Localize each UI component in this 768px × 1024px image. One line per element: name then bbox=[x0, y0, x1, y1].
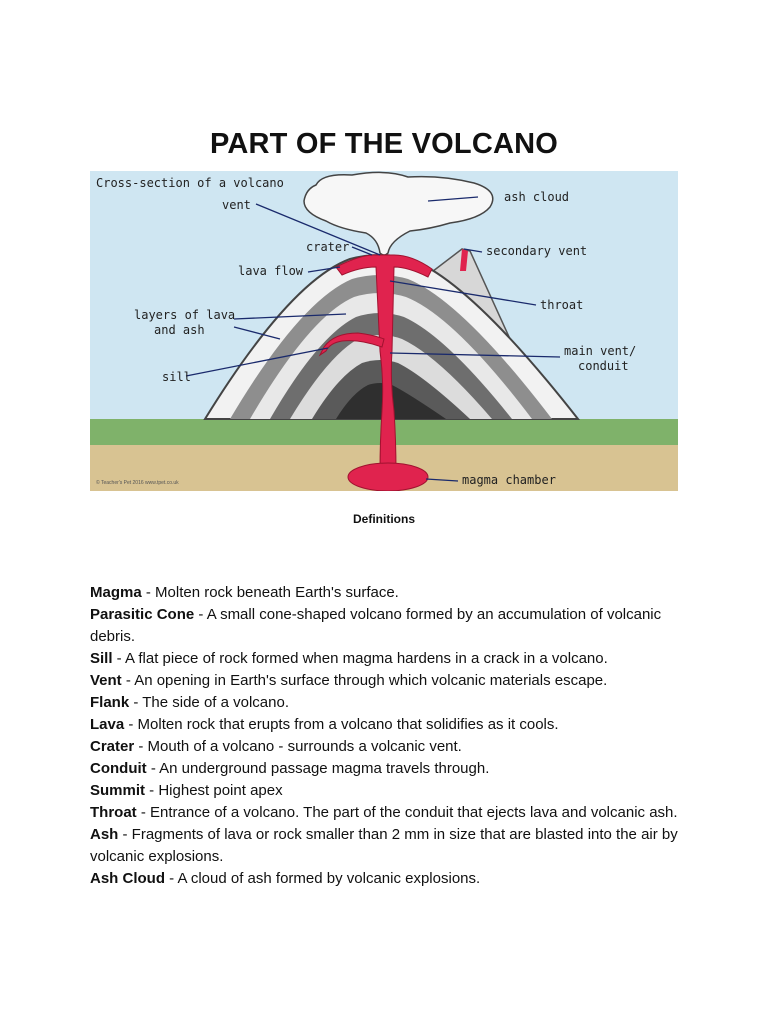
definition-item: Throat - Entrance of a volcano. The part… bbox=[90, 802, 690, 824]
definition-item: Ash - Fragments of lava or rock smaller … bbox=[90, 824, 690, 868]
definition-item: Vent - An opening in Earth's surface thr… bbox=[90, 670, 690, 692]
definition-item: Conduit - An underground passage magma t… bbox=[90, 758, 690, 780]
definition-term: Summit bbox=[90, 782, 146, 799]
definition-term: Crater bbox=[90, 738, 135, 755]
definitions-list: Magma - Molten rock beneath Earth's surf… bbox=[90, 582, 690, 890]
definition-text: - Fragments of lava or rock smaller than… bbox=[90, 826, 678, 865]
definition-text: - A flat piece of rock formed when magma… bbox=[112, 650, 608, 667]
definition-term: Flank bbox=[90, 694, 130, 711]
definition-term: Lava bbox=[90, 716, 125, 733]
definition-term: Conduit bbox=[90, 760, 147, 777]
definition-text: - An opening in Earth's surface through … bbox=[121, 672, 608, 689]
definition-text: - A cloud of ash formed by volcanic expl… bbox=[165, 870, 481, 887]
definition-term: Ash bbox=[90, 826, 119, 843]
volcano-cross-section: Cross-section of a volcano vent crater l… bbox=[90, 171, 678, 491]
definition-term: Parasitic Cone bbox=[90, 606, 195, 623]
label-conduit: conduit bbox=[578, 359, 629, 373]
definition-text: - Molten rock beneath Earth's surface. bbox=[141, 584, 399, 601]
definition-text: - Mouth of a volcano - surrounds a volca… bbox=[134, 738, 462, 755]
volcano-diagram: Cross-section of a volcano vent crater l… bbox=[90, 171, 678, 491]
definition-item: Ash Cloud - A cloud of ash formed by vol… bbox=[90, 868, 690, 890]
label-throat: throat bbox=[540, 298, 583, 312]
label-lava-flow: lava flow bbox=[238, 264, 304, 278]
definition-term: Magma bbox=[90, 584, 142, 601]
definition-text: - Molten rock that erupts from a volcano… bbox=[124, 716, 559, 733]
secondary-vent-magma bbox=[460, 249, 468, 271]
definition-text: - The side of a volcano. bbox=[129, 694, 290, 711]
label-ash-cloud: ash cloud bbox=[504, 190, 569, 204]
definition-term: Ash Cloud bbox=[90, 870, 165, 887]
label-vent: vent bbox=[222, 198, 251, 212]
label-layers-1: layers of lava bbox=[134, 308, 235, 322]
definitions-caption: Definitions bbox=[353, 512, 415, 526]
ash-cloud-shape bbox=[303, 171, 494, 256]
definition-text: - An underground passage magma travels t… bbox=[146, 760, 490, 777]
diagram-credit: © Teacher's Pet 2016 www.tpet.co.uk bbox=[96, 479, 179, 486]
diagram-heading: Cross-section of a volcano bbox=[96, 176, 284, 190]
label-layers-2: and ash bbox=[154, 323, 205, 337]
definition-term: Sill bbox=[90, 650, 113, 667]
definition-item: Magma - Molten rock beneath Earth's surf… bbox=[90, 582, 690, 604]
label-main-vent: main vent/ bbox=[564, 344, 636, 358]
definition-item: Flank - The side of a volcano. bbox=[90, 692, 690, 714]
label-secondary-vent: secondary vent bbox=[486, 244, 587, 258]
definition-term: Throat bbox=[90, 804, 137, 821]
definition-item: Summit - Highest point apex bbox=[90, 780, 690, 802]
definition-item: Lava - Molten rock that erupts from a vo… bbox=[90, 714, 690, 736]
magma-system bbox=[318, 254, 433, 491]
label-sill: sill bbox=[162, 370, 191, 384]
label-crater: crater bbox=[306, 240, 349, 254]
definition-text: - Entrance of a volcano. The part of the… bbox=[136, 804, 678, 821]
leader-lines bbox=[185, 196, 561, 482]
definition-term: Vent bbox=[90, 672, 122, 689]
page-title: PART OF THE VOLCANO bbox=[209, 128, 559, 160]
definition-item: Sill - A flat piece of rock formed when … bbox=[90, 648, 690, 670]
definition-item: Crater - Mouth of a volcano - surrounds … bbox=[90, 736, 690, 758]
definition-item: Parasitic Cone - A small cone-shaped vol… bbox=[90, 604, 690, 648]
definition-text: - A small cone-shaped volcano formed by … bbox=[90, 606, 662, 645]
label-magma-chamber: magma chamber bbox=[462, 473, 556, 487]
definition-text: - Highest point apex bbox=[145, 782, 283, 799]
